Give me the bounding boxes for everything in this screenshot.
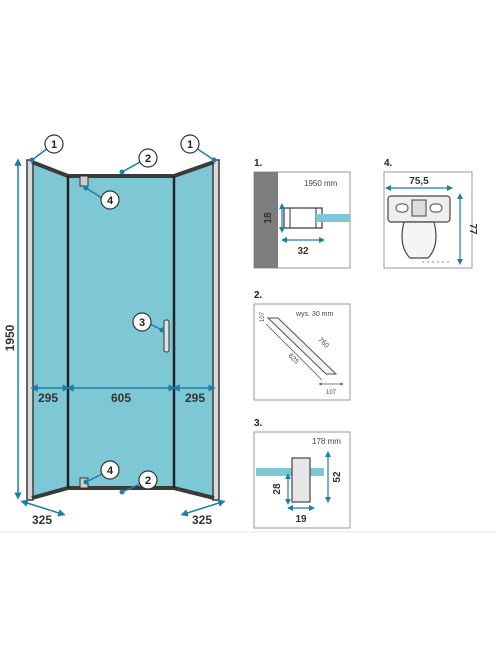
- glass-section: [256, 468, 324, 476]
- detail-3-dim-52: 52: [332, 471, 343, 483]
- callout-4-top: 4: [107, 195, 114, 207]
- bottom-bar: [31, 486, 215, 500]
- detail-2-top-bar: 2. wys. 30 mm 107 760 625 107: [253, 290, 351, 401]
- callout-1-left: 1: [51, 139, 57, 151]
- callout-2-bottom: 2: [145, 475, 151, 487]
- detail-3-title: 3.: [254, 418, 263, 429]
- door-handle: [163, 319, 170, 353]
- detail-2-title: 2.: [254, 290, 263, 301]
- callout-3-handle: 3: [139, 317, 145, 329]
- main-enclosure: [26, 159, 220, 501]
- callout-4-bottom: 4: [107, 465, 114, 477]
- door-width-label: 605: [111, 391, 131, 405]
- detail-3-length-text: 178 mm: [312, 437, 341, 446]
- height-dimension: 1950: [3, 158, 22, 500]
- detail-1-dim-18: 18: [263, 212, 274, 224]
- detail-3-dim-19: 19: [295, 514, 307, 525]
- detail-4-dim-75: 75,5: [409, 176, 429, 187]
- door-glass: [67, 175, 175, 489]
- detail-2-height-text: wys. 30 mm: [295, 311, 334, 318]
- callouts: 1 1 2 4 3 4 2: [29, 134, 217, 495]
- top-hinge-fitting: [79, 175, 89, 187]
- right-side-glass: [173, 160, 215, 500]
- left-side-glass: [31, 160, 69, 500]
- detail-4-dim-77: 77: [467, 223, 478, 235]
- left-side-width-label: 295: [38, 391, 58, 405]
- glass-edge: [316, 214, 350, 222]
- detail-2-dim-107-bottom: 107: [326, 390, 337, 396]
- callout-1-right: 1: [187, 139, 193, 151]
- detail-1-dim-32: 32: [297, 246, 309, 257]
- base-dimensions: 325 325: [20, 499, 226, 527]
- detail-1-profile: 1. 1950 mm 18 32: [253, 158, 351, 269]
- detail-3-handle-profile: 3. 178 mm 52 28 19: [253, 418, 351, 529]
- right-side-width-label: 295: [185, 391, 205, 405]
- top-bar: [31, 160, 215, 178]
- detail-4-hinge: 4. 75,5 77: [383, 158, 478, 269]
- detail-1-height-text: 1950 mm: [304, 179, 338, 188]
- detail-2-dim-107-left: 107: [260, 311, 266, 322]
- detail-3-dim-28: 28: [272, 483, 283, 495]
- detail-1-title: 1.: [254, 158, 263, 169]
- wall-section: [254, 172, 278, 268]
- base-right-label: 325: [192, 513, 212, 527]
- left-wall-profile: [26, 159, 34, 501]
- callout-2-top: 2: [145, 153, 151, 165]
- height-label: 1950: [3, 324, 17, 351]
- base-left-label: 325: [32, 513, 52, 527]
- width-dimensions: 295 605 295: [30, 384, 216, 405]
- detail-4-title: 4.: [384, 158, 393, 169]
- right-wall-profile: [212, 159, 220, 501]
